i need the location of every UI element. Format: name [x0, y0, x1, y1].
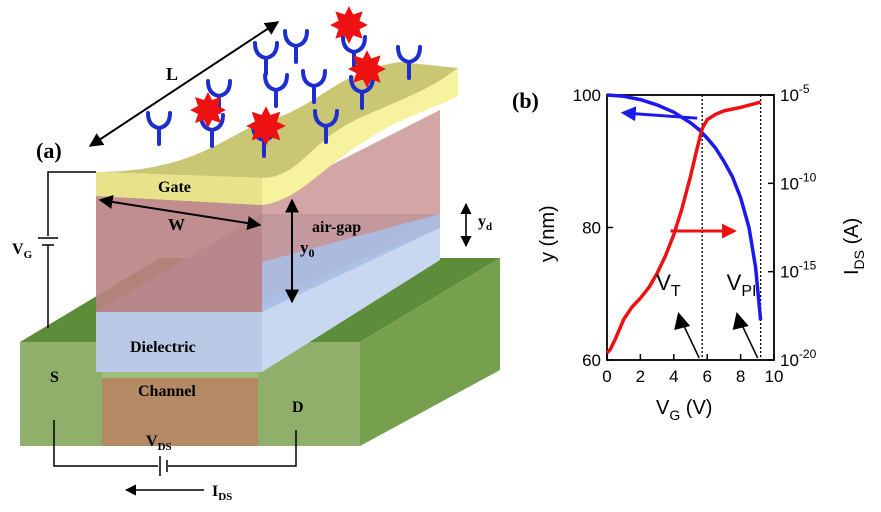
ids-label: IDS: [212, 483, 232, 503]
target-molecule-icon: [348, 50, 386, 88]
gate-label: Gate: [158, 179, 191, 196]
length-arrow: [88, 21, 280, 147]
y-left-tick-label: 80: [582, 219, 601, 238]
x-tick-label: 6: [702, 367, 711, 386]
ds-wire: [53, 420, 158, 467]
series-line-gap: [606, 93, 763, 321]
threshold-label: VPI: [727, 270, 757, 300]
drain-label: D: [292, 399, 304, 416]
panel-b-label: (b): [512, 88, 539, 113]
airgap-side-shade: [96, 196, 262, 312]
threshold-pointer-head: [732, 312, 749, 330]
receptor-icon: [253, 41, 279, 76]
receptor-icon: [263, 73, 289, 108]
vds-label: VDS: [146, 433, 172, 453]
x-tick-label: 8: [736, 367, 745, 386]
x-tick-label: 2: [636, 367, 645, 386]
threshold-lines: [701, 95, 762, 360]
device-diagram: L W Gate air-gap y0 yd Dielectric Channe…: [12, 6, 500, 503]
source-region: [20, 342, 102, 446]
target-molecule-icon: [246, 106, 286, 146]
annotation-group: VT VPI: [656, 270, 759, 359]
yd-label: yd: [478, 213, 492, 233]
x-tick-label: 4: [669, 367, 678, 386]
airgap-blue: [262, 214, 440, 312]
receptor-icon: [283, 29, 309, 64]
width-arrow: [98, 195, 262, 230]
x-tick-label: 0: [602, 367, 611, 386]
y-right-tick-label: 10-20: [780, 347, 817, 370]
dielectric-label: Dielectric: [130, 339, 196, 356]
channel-region: [102, 378, 258, 446]
threshold-pointer-head: [674, 312, 691, 330]
target-molecule-icon: [190, 92, 226, 128]
dielectric-front: [96, 312, 262, 372]
y-left-tick-label: 60: [582, 351, 601, 370]
channel-label: Channel: [138, 383, 196, 400]
threshold-label: VT: [656, 270, 681, 300]
y-right-tick-label: 10-15: [780, 259, 817, 282]
length-label: L: [166, 64, 178, 84]
y-left-axis-label: y (nm): [537, 205, 559, 262]
dielectric-right: [262, 214, 440, 372]
series-line-current: [605, 100, 762, 355]
airgap-label: air-gap: [312, 219, 361, 236]
x-axis-label: VG (V): [656, 397, 712, 423]
ds-wire-right: [168, 430, 297, 467]
series-group: [605, 93, 763, 355]
gate-wire: [47, 171, 96, 236]
tick-group: 0 2 4 6 8 10 60 80 100 10-20 10-15 10-10 10-5: [573, 82, 817, 386]
chart: (b) 0 2 4 6 8 10 60 80 100 10-20 10-15 10-10 10-5 VT…: [512, 82, 867, 423]
width-label: W: [168, 215, 185, 234]
panel-a-label: (a): [36, 138, 62, 163]
y-right-tick-label: 10-10: [780, 170, 817, 193]
source-label: S: [50, 369, 59, 386]
y-right-tick-label: 10-5: [780, 82, 810, 105]
y-right-axis-label: IDS (A): [841, 218, 867, 275]
x-tick-label: 10: [765, 367, 784, 386]
target-molecule-icon: [330, 6, 368, 44]
gap-axis-arrow: [620, 106, 698, 122]
vg-label: VG: [12, 241, 33, 261]
substrate-right: [360, 258, 500, 446]
receptor-icon: [146, 111, 172, 146]
y0-label: y0: [300, 238, 315, 260]
y-left-tick-label: 100: [573, 86, 601, 105]
